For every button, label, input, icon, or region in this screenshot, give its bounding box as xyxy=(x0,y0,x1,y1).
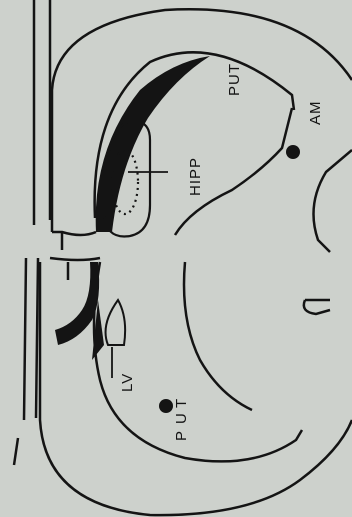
left-outer-track-upper xyxy=(34,0,50,225)
label-lv: LV xyxy=(119,373,136,392)
left-outer-track-lower xyxy=(14,258,38,465)
lower-am-dot xyxy=(159,399,173,413)
label-put-lower-u: U xyxy=(173,412,190,424)
label-hipp: HIPP xyxy=(187,157,204,196)
label-put-lower-t: T xyxy=(173,398,190,408)
lower-midline-notch xyxy=(304,300,330,314)
label-put-lower-p: P xyxy=(173,430,190,441)
midline-upper-block xyxy=(52,232,96,250)
label-put-upper: PUT xyxy=(226,63,243,96)
lower-cortex-inner xyxy=(94,262,302,461)
upper-midline-notch xyxy=(314,150,352,252)
upper-ventricle xyxy=(96,56,210,232)
am-dot xyxy=(286,145,300,159)
lower-striatum-outline xyxy=(184,262,252,410)
label-am: AM xyxy=(307,101,324,126)
lv-structure xyxy=(106,300,126,345)
lower-ventricle xyxy=(55,262,99,345)
